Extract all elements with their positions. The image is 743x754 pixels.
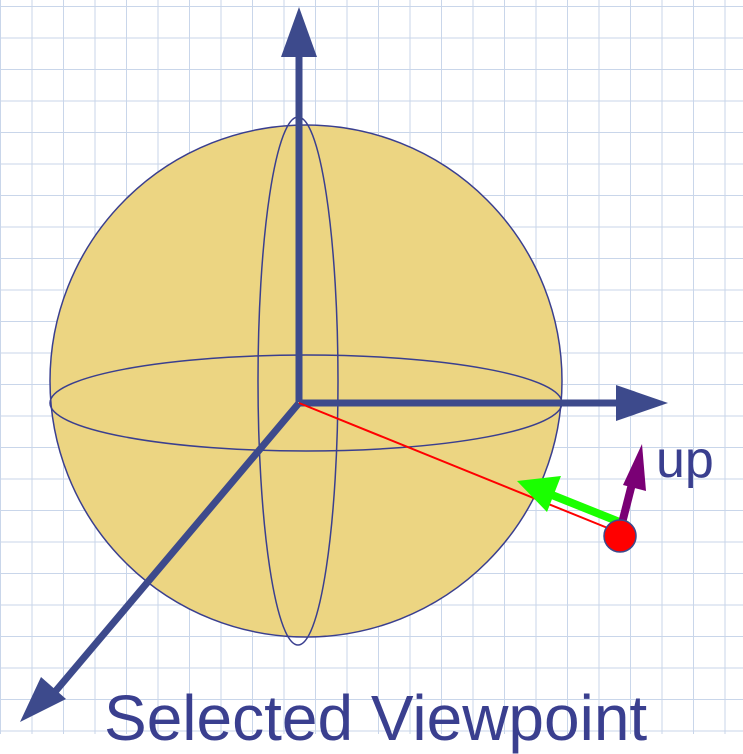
x-axis-arrowhead [616,385,668,421]
view-direction-arrowhead [517,476,561,512]
sphere-viewpoint-diagram [20,7,668,722]
view-ray [298,402,621,534]
up-vector-arrow [617,479,637,528]
y-axis-arrowhead [281,7,317,57]
z-axis-arrowhead [20,677,66,722]
up-vector-arrowhead [623,444,646,491]
z-axis [51,400,302,696]
camera-point [603,519,637,553]
sphere [49,124,563,638]
up-label: up [656,431,714,489]
selected-viewpoint-caption: Selected Viewpoint [104,682,648,754]
view-direction-arrow [550,491,629,529]
